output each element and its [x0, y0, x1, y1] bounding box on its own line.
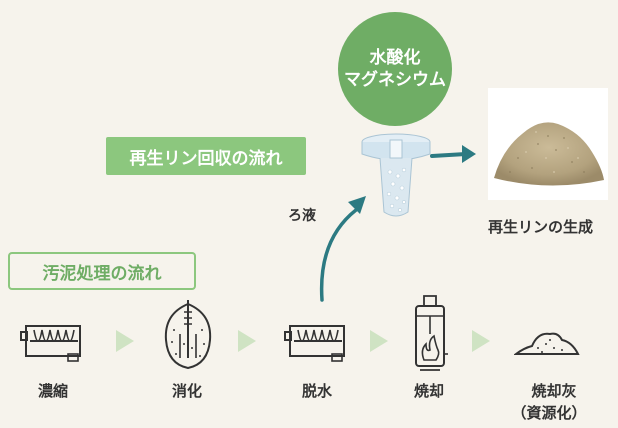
chevron-right-icon: [472, 330, 490, 352]
chevron-right-icon: [238, 330, 256, 352]
digester-icon: [164, 300, 212, 370]
thickener-icon: [20, 325, 81, 362]
dewatering-icon: [284, 325, 345, 362]
step-label-thickening: 濃縮: [37, 382, 68, 400]
step-label-digestion: 消化: [171, 382, 202, 400]
step-label-incineration: 焼却: [413, 382, 444, 400]
arrow-to-product-icon: [430, 145, 476, 163]
magnesium-line1: 水酸化: [369, 48, 421, 68]
step-sublabel-ash: （資源化）: [511, 404, 587, 422]
recycle-flow-label: 再生リン回収の流れ: [106, 137, 306, 175]
step-label-dewatering: 脱水: [301, 382, 332, 400]
reactor-tank-icon: [361, 133, 431, 217]
sludge-flow-label: 汚泥処理の流れ: [8, 252, 196, 290]
filtrate-arrow-icon: [319, 196, 366, 302]
chevron-right-icon: [370, 330, 388, 352]
magnesium-hydroxide-circle: 水酸化 マグネシウム: [338, 12, 452, 126]
incinerator-icon: [415, 295, 448, 371]
magnesium-line2: マグネシウム: [344, 70, 446, 90]
recycled-phosphorus-pile-image: [488, 88, 608, 200]
filtrate-label: ろ液: [288, 208, 316, 224]
product-label: 再生リンの生成: [488, 218, 594, 236]
chevron-right-icon: [116, 330, 134, 352]
incineration-ash-icon: [514, 332, 580, 355]
step-label-ash: 焼却灰: [531, 382, 577, 400]
